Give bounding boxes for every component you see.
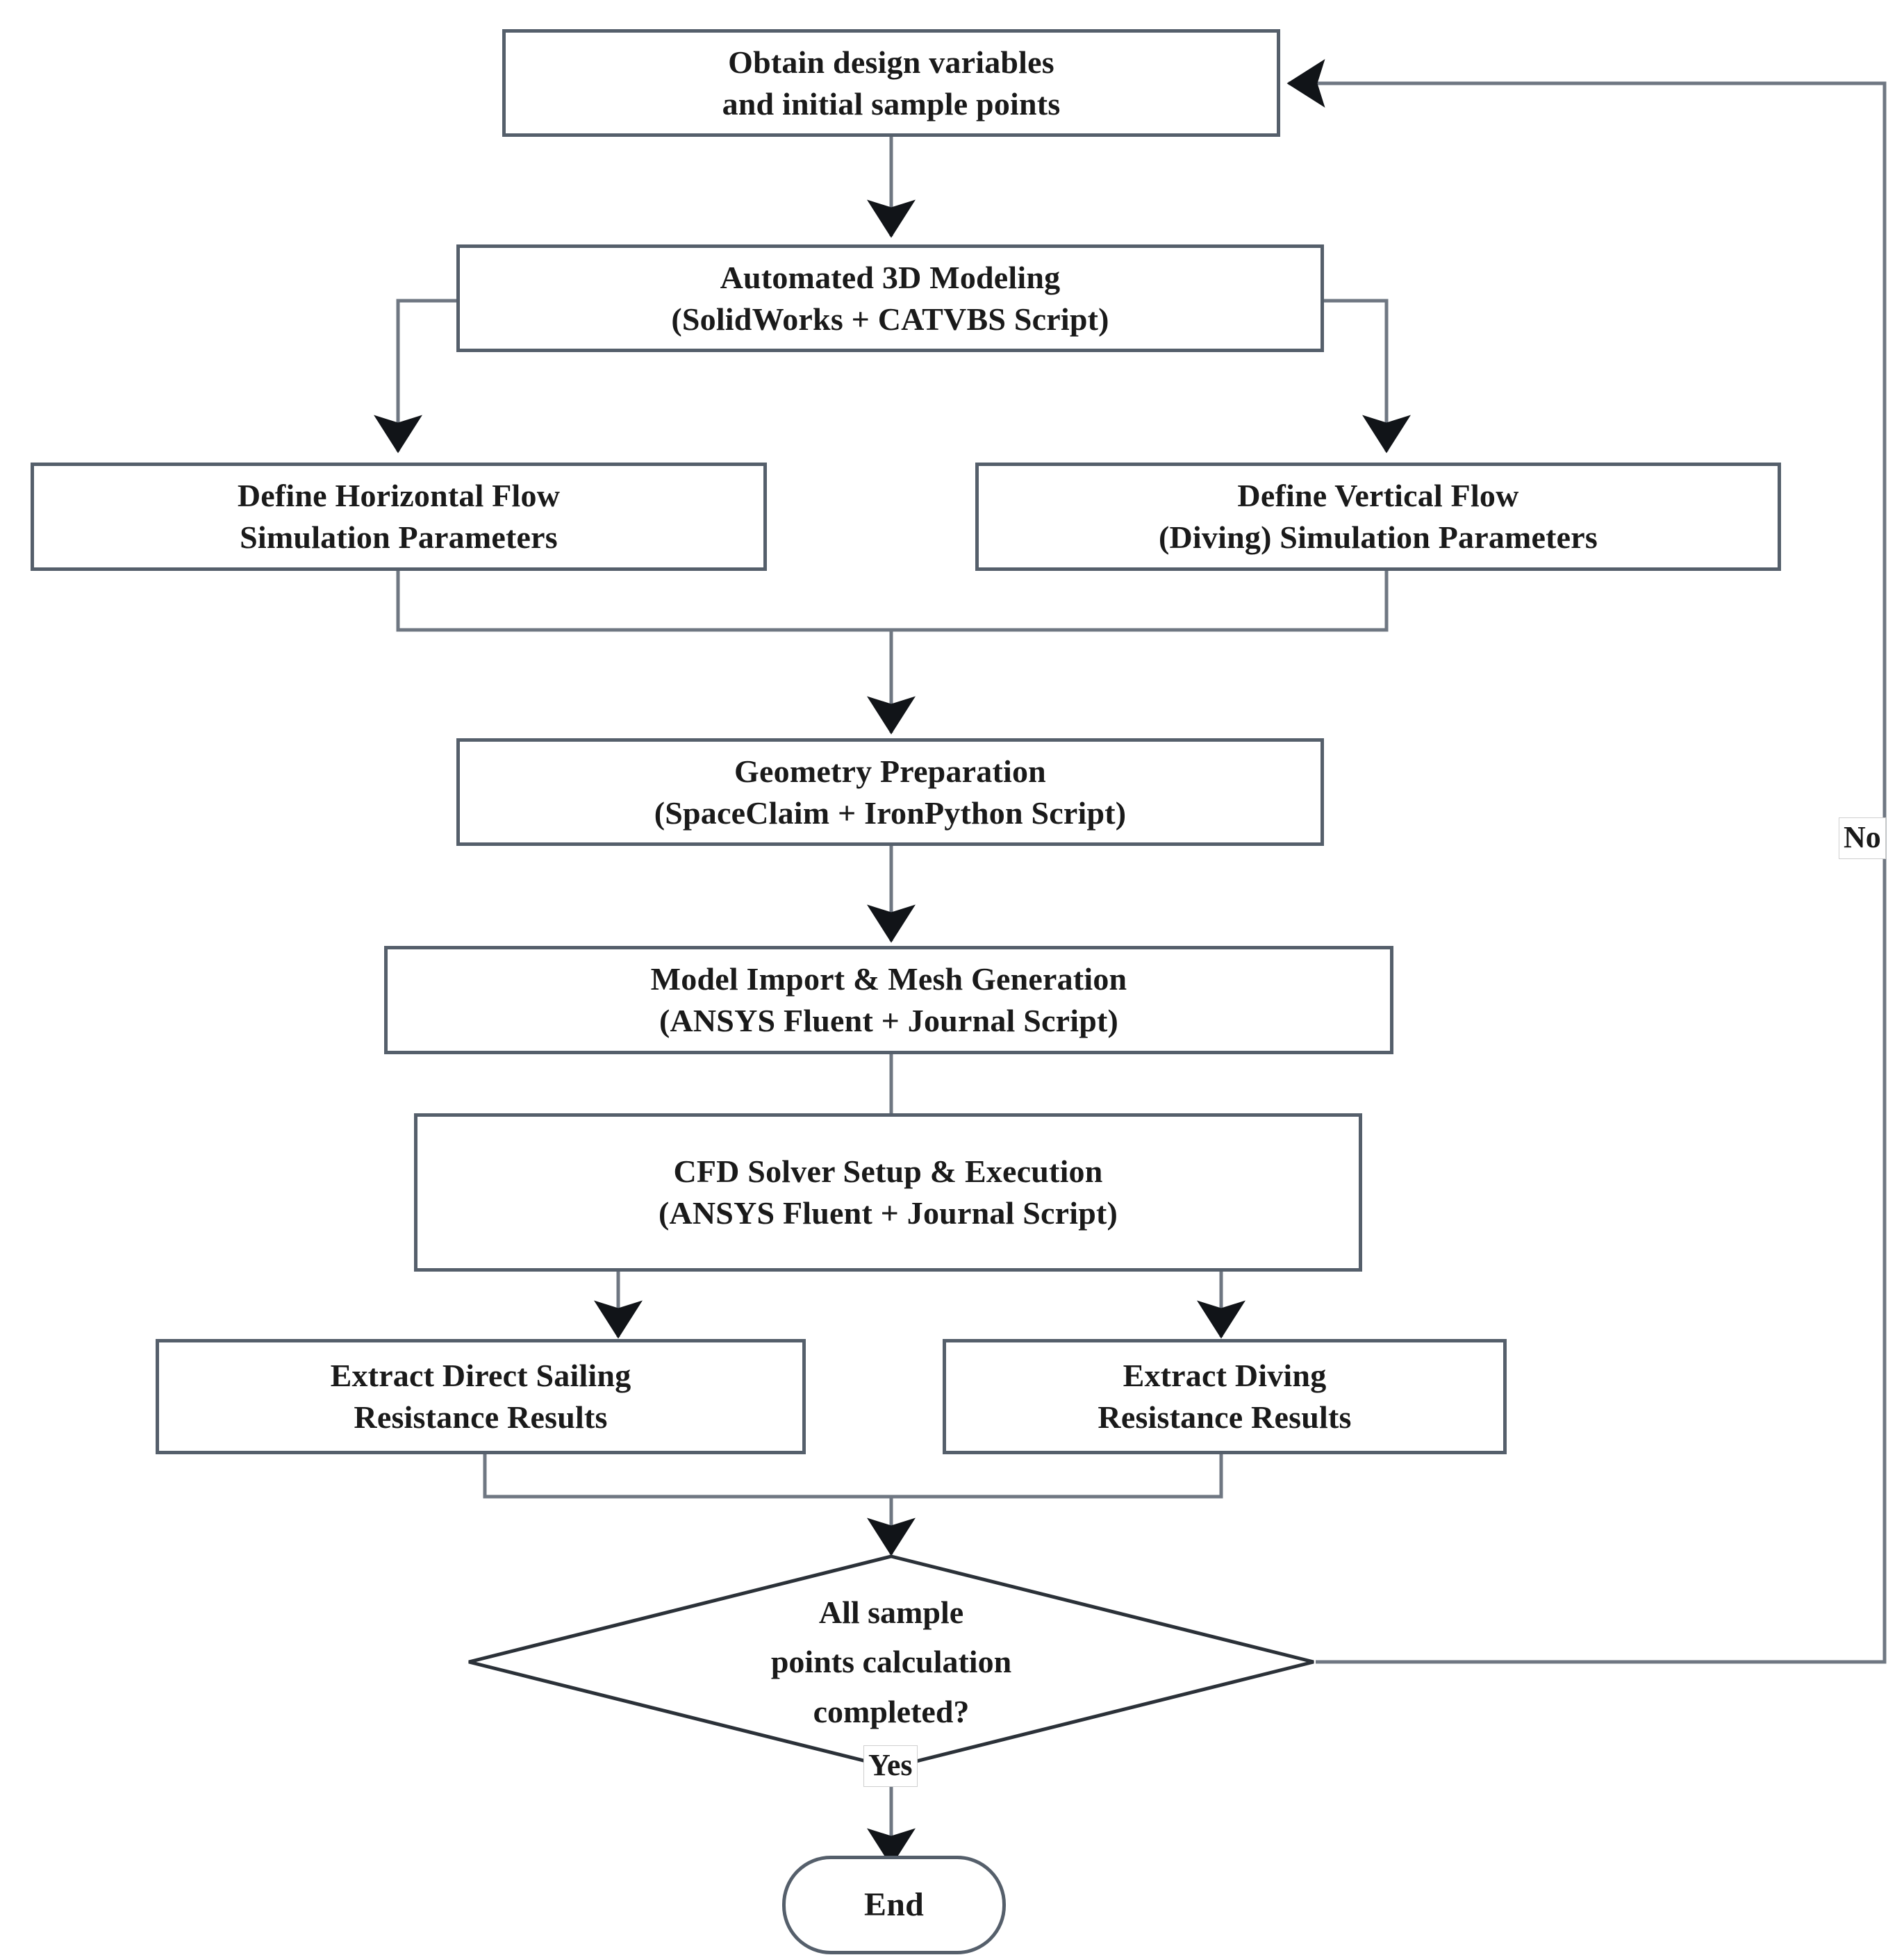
node-line: Geometry Preparation xyxy=(734,753,1046,789)
node-obtain-design-variables[interactable]: Obtain design variables and initial samp… xyxy=(502,29,1280,137)
node-define-vertical-flow-params[interactable]: Define Vertical Flow (Diving) Simulation… xyxy=(975,463,1781,571)
node-line: (ANSYS Fluent + Journal Script) xyxy=(659,1003,1119,1038)
node-line: Define Vertical Flow xyxy=(1237,478,1519,514)
node-extract-diving-results[interactable]: Extract Diving Resistance Results xyxy=(943,1339,1507,1454)
edge-extract-merge xyxy=(483,1454,1223,1499)
node-line: Resistance Results xyxy=(354,1399,608,1435)
node-model-import-mesh-generation[interactable]: Model Import & Mesh Generation (ANSYS Fl… xyxy=(384,946,1393,1054)
node-line: Define Horizontal Flow xyxy=(237,478,561,514)
node-end[interactable]: End xyxy=(782,1856,1006,1954)
node-line: Resistance Results xyxy=(1098,1399,1352,1435)
node-line: Obtain design variables xyxy=(728,44,1054,80)
edge-params-merge xyxy=(396,571,1389,632)
node-line: (ANSYS Fluent + Journal Script) xyxy=(658,1195,1118,1231)
node-line: (SolidWorks + CATVBS Script) xyxy=(671,301,1109,337)
node-line: Extract Diving xyxy=(1123,1358,1327,1394)
node-line: and initial sample points xyxy=(722,85,1061,122)
node-line: Automated 3D Modeling xyxy=(720,259,1061,295)
node-all-sample-points-decision[interactable]: All sample points calculation completed? xyxy=(467,1554,1316,1770)
node-line: Extract Direct Sailing xyxy=(330,1358,631,1394)
node-line: CFD Solver Setup & Execution xyxy=(673,1154,1103,1190)
node-automated-3d-modeling[interactable]: Automated 3D Modeling (SolidWorks + CATV… xyxy=(456,244,1324,352)
node-line: End xyxy=(863,1886,924,1923)
edge-label-yes: Yes xyxy=(863,1745,918,1787)
node-cfd-solver-setup-execution[interactable]: CFD Solver Setup & Execution (ANSYS Flue… xyxy=(414,1113,1362,1272)
edge-label-no: No xyxy=(1839,817,1886,859)
node-extract-direct-sailing-results[interactable]: Extract Direct Sailing Resistance Result… xyxy=(156,1339,806,1454)
node-define-horizontal-flow-params[interactable]: Define Horizontal Flow Simulation Parame… xyxy=(31,463,767,571)
node-line: Model Import & Mesh Generation xyxy=(650,961,1127,997)
node-line: (SpaceClaim + IronPython Script) xyxy=(654,795,1127,831)
node-line: Simulation Parameters xyxy=(240,519,558,555)
node-line: (Diving) Simulation Parameters xyxy=(1158,519,1598,555)
edge-modeling-to-vertical xyxy=(1324,299,1411,454)
node-geometry-preparation[interactable]: Geometry Preparation (SpaceClaim + IronP… xyxy=(456,738,1324,846)
